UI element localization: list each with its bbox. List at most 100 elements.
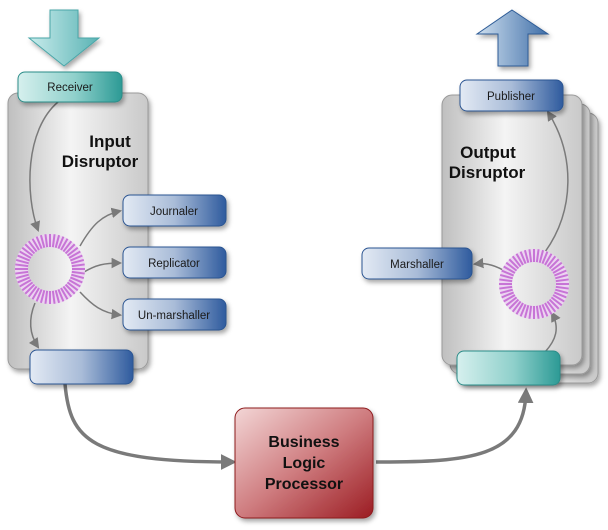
ring-tick [546,255,557,268]
ring-tick [499,278,513,283]
input-title-line1: Input [89,132,131,151]
unmarshaller-label: Un-marshaller [138,310,210,322]
ring-tick [62,285,73,298]
ring-tick [31,287,40,300]
ring-tick [548,258,560,270]
replicator-label: Replicator [148,258,200,270]
ring-tick [505,296,518,307]
ring-tick [535,249,540,263]
ring-tick [544,253,553,266]
ring-tick [70,273,85,280]
replicator-box: Replicator [122,246,227,279]
ring-to-unmarshaller-arrow [79,291,123,320]
ring-tick [515,302,524,315]
ring-tick [15,273,30,280]
ring-tick [66,281,79,292]
ring-tick [27,285,38,298]
ring-tick [541,303,549,317]
ring-tick [544,302,553,315]
ring-tick [550,296,563,307]
ring-tick [508,298,520,310]
ring-tick [17,254,31,262]
ring-tick [528,249,533,263]
ring-tick [552,265,565,274]
ring-to-journaler-arrow [79,207,123,247]
ring-to-marshaller-arrow [472,257,504,271]
ring-tick [511,300,522,313]
unmarshaller-box: Un-marshaller [122,298,227,331]
ring-to-replicator-arrow [83,257,123,273]
ring-tick [19,250,32,259]
journaler-label: Journaler [150,206,198,218]
receiver-box: Receiver [17,71,123,103]
ring-tick [71,263,85,268]
ring-tick [554,288,569,295]
ring-tick [64,283,76,295]
receiver-label: Receiver [47,82,93,94]
ring-tick [27,240,38,253]
ring-tick [515,253,524,266]
ring-tick [21,281,34,292]
input-to-processor-arrow [63,383,237,470]
receiver-to-ring-arrow [29,101,59,232]
ring-tick [550,261,563,272]
ring-to-publisher-arrow [544,110,569,253]
ring-tick [546,300,557,313]
ring-tick [31,238,40,251]
ring-tick [519,303,527,317]
ring-tick [24,243,36,255]
output-arrow-icon [475,9,550,67]
ring-tick [60,238,69,251]
ring-tick [554,273,569,280]
publisher-label: Publisher [487,91,535,103]
ring-tick [541,251,549,265]
ring-tick [552,294,565,303]
ring-tick [70,258,85,265]
ring-tick [62,240,73,253]
ring-tick [538,304,545,319]
ring-tick [21,246,34,257]
ring-tick [15,258,30,265]
ring-tick [68,279,81,288]
ring-tick [24,283,36,295]
ring-tick [503,294,516,303]
ring-tick [501,269,515,277]
ring-tick [71,270,85,275]
ring-tick [548,298,560,310]
marshaller-label: Marshaller [390,259,444,271]
ring-tick [555,278,569,283]
output-disruptor-panel [441,94,583,366]
journaler-box: Journaler [122,194,227,227]
ring-tick [39,289,46,304]
processor-to-output-arrow [375,387,534,464]
ring-tick [553,269,567,277]
ring-tick [64,243,76,255]
ring-tick [499,288,514,295]
ring-tick [54,234,61,249]
ring-tick [511,255,522,268]
ring-tick [54,289,61,304]
output-title-line1: Output [460,143,516,162]
ring-tick [35,236,43,250]
processor-label-line1: Business [268,434,339,451]
ring-tick [555,285,569,290]
ring-tick [499,285,513,290]
ring-tick [57,236,65,250]
ring-tick [57,288,65,302]
business-logic-processor-box: Business Logic Processor [234,407,374,519]
input-buffer-box [29,349,134,385]
input-title-line2: Disruptor [62,152,139,171]
ring-tick [69,276,83,284]
ring-tick [69,254,83,262]
input-arrow-icon [27,9,101,67]
ring-tick [51,234,56,248]
ring-tick [60,287,69,300]
output-ring-buffer-icon [499,249,569,319]
ring-tick [523,304,530,319]
ring-tick [19,279,32,288]
ring-tick [15,263,29,268]
input-ring-buffer-icon [15,234,85,304]
processor-label-line3: Processor [265,476,343,493]
ring-to-input-buffer-arrow [28,302,40,349]
